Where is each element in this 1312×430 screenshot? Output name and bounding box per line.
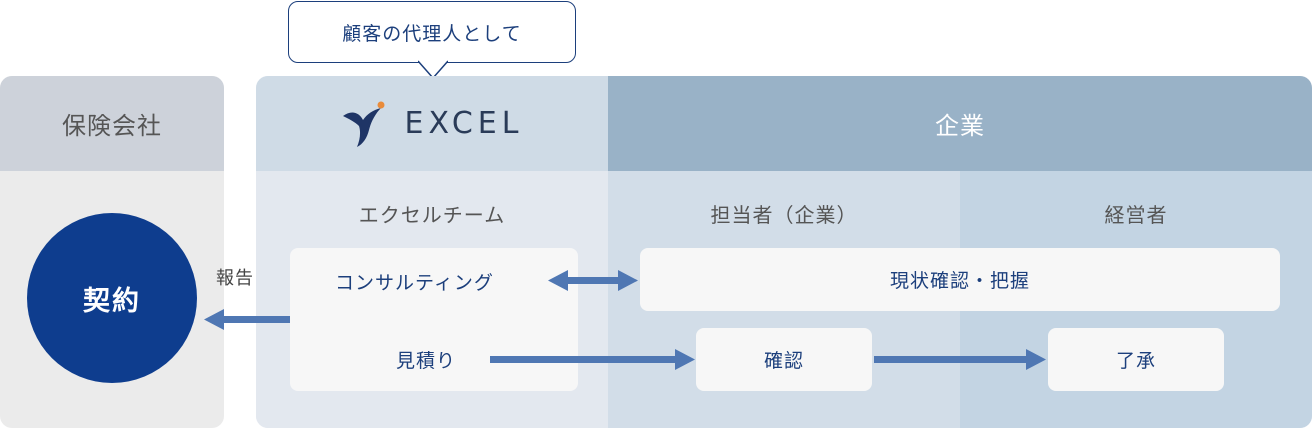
executive-label: 経営者 — [1104, 202, 1168, 227]
excel-bird-icon — [342, 101, 385, 147]
confirm-box: 確認 — [696, 328, 872, 391]
approval-box: 了承 — [1048, 328, 1224, 391]
speech-bubble: 顧客の代理人として — [288, 1, 576, 63]
report-arrow — [204, 309, 290, 330]
report-label: 報告 — [216, 268, 254, 289]
assessment-label: 現状確認・把握 — [889, 270, 1030, 292]
excel-header: EXCEL — [256, 76, 608, 171]
bubble-text: 顧客の代理人として — [342, 22, 522, 45]
approval-label: 了承 — [1115, 350, 1156, 372]
estimate-label: 見積り — [396, 350, 457, 372]
estimate-to-confirm-arrow — [490, 349, 695, 370]
confirm-to-approval-arrow — [874, 349, 1046, 370]
insurer-header-label: 保険会社 — [62, 112, 162, 140]
excel-task-box: コンサルティング 見積り — [290, 248, 578, 391]
assessment-box: 現状確認・把握 — [640, 248, 1280, 311]
corporate-header: 企業 — [608, 76, 1312, 171]
contract-circle: 契約 — [27, 213, 197, 383]
excel-logo-text: EXCEL — [404, 106, 524, 141]
staff-label: 担当者（企業） — [710, 202, 858, 227]
confirm-label: 確認 — [763, 350, 804, 372]
consulting-label: コンサルティング — [335, 272, 494, 294]
excel-team-label: エクセルチーム — [358, 202, 506, 227]
consulting-double-arrow — [548, 270, 638, 291]
contract-label: 契約 — [83, 285, 141, 317]
insurer-header: 保険会社 — [0, 76, 224, 171]
corporate-header-label: 企業 — [935, 112, 985, 140]
main-panel: EXCEL 企業 エクセルチーム 担当者（企業） 経営者 コンサルティング 見積… — [256, 76, 1312, 428]
insurer-panel: 保険会社 契約 — [0, 76, 224, 428]
